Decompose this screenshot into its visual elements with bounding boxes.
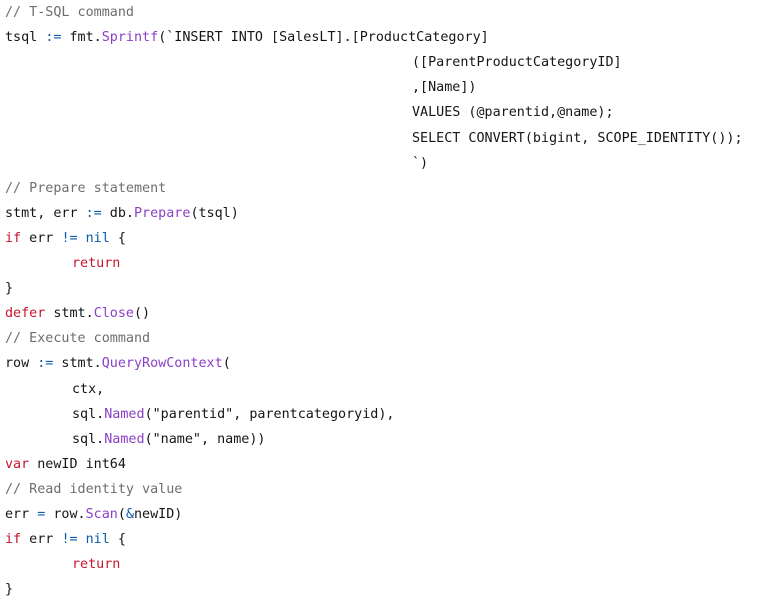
code-text: }: [5, 582, 14, 598]
code-line: if err != nil {: [5, 226, 126, 251]
code-line: if err != nil {: [5, 527, 126, 552]
code-line: // T-SQL command: [5, 0, 134, 25]
code-keyword: if: [5, 230, 22, 246]
code-text: (: [222, 356, 231, 372]
code-line: err = row.Scan(&newID): [5, 502, 182, 527]
code-line: return: [72, 251, 120, 276]
code-line: // Prepare statement: [5, 176, 166, 201]
code-text: err: [5, 507, 38, 522]
code-line: tsql := fmt.Sprintf(`INSERT INTO [SalesL…: [5, 25, 489, 50]
code-text: sql.: [72, 406, 105, 422]
code-line: row := stmt.QueryRowContext(: [5, 351, 231, 376]
code-text: {: [109, 532, 126, 548]
code-text: err: [21, 532, 62, 548]
code-function-name: Close: [93, 306, 134, 322]
code-text: {: [109, 230, 126, 246]
code-text: `): [412, 155, 429, 171]
code-text: ctx,: [72, 381, 105, 397]
code-text: (: [117, 507, 126, 522]
code-keyword: defer: [5, 306, 46, 322]
code-text: (): [134, 306, 151, 322]
code-line: }: [5, 276, 13, 301]
code-function-name: Scan: [85, 507, 118, 522]
code-line: ,[Name]): [412, 75, 477, 100]
code-text: newID int64: [29, 456, 126, 472]
code-text: stmt.: [45, 306, 94, 322]
code-comment: // T-SQL command: [5, 5, 134, 20]
code-keyword: return: [72, 557, 121, 573]
code-operator: :=: [45, 30, 62, 46]
code-line: SELECT CONVERT(bigint, SCOPE_IDENTITY())…: [412, 126, 743, 151]
code-line: ([ParentProductCategoryID]: [412, 50, 622, 75]
code-line: }: [5, 577, 13, 602]
code-keyword: var: [5, 456, 30, 472]
code-line: var newID int64: [5, 452, 126, 477]
code-function-name: QueryRowContext: [101, 356, 223, 372]
code-text: [78, 532, 86, 547]
code-function-name: Prepare: [134, 205, 191, 221]
code-text: tsql: [5, 30, 46, 46]
code-function-name: Named: [104, 431, 145, 447]
code-keyword: if: [5, 532, 22, 548]
code-operator: =: [37, 507, 46, 522]
code-text: ,[Name]): [412, 80, 477, 96]
code-text: fmt.: [61, 30, 102, 46]
code-comment: // Execute command: [5, 331, 151, 347]
code-text: err: [21, 230, 62, 246]
code-text: db.: [101, 205, 134, 221]
code-comment: // Prepare statement: [5, 180, 167, 196]
code-text: SELECT CONVERT(bigint, SCOPE_IDENTITY())…: [412, 130, 743, 146]
code-line: ctx,: [72, 377, 104, 402]
code-line: defer stmt.Close(): [5, 301, 150, 326]
code-function-name: Sprintf: [101, 30, 159, 46]
code-text: }: [5, 281, 14, 297]
code-text: stmt.: [53, 356, 102, 372]
code-operator: &: [125, 507, 134, 522]
code-text: (`INSERT INTO [SalesLT].[ProductCategory…: [158, 30, 489, 46]
code-operator: nil: [85, 230, 110, 246]
code-line: VALUES (@parentid,@name);: [412, 100, 614, 125]
code-text: ("name", name)): [144, 431, 266, 447]
code-operator: :=: [85, 205, 102, 221]
code-text: row.: [45, 507, 86, 522]
code-text: VALUES (@parentid,@name);: [412, 105, 614, 121]
code-comment: // Read identity value: [5, 481, 183, 497]
code-line: sql.Named("parentid", parentcategoryid),: [72, 402, 394, 427]
code-text: (tsql): [190, 205, 239, 221]
code-text: ([ParentProductCategoryID]: [412, 55, 622, 71]
code-text: [78, 231, 86, 246]
code-operator: !=: [61, 532, 78, 548]
code-operator: !=: [61, 230, 78, 246]
code-keyword: return: [72, 256, 121, 271]
code-line: sql.Named("name", name)): [72, 427, 266, 452]
code-line: // Read identity value: [5, 477, 182, 502]
code-line: stmt, err := db.Prepare(tsql): [5, 201, 239, 226]
code-line: // Execute command: [5, 326, 150, 351]
code-text: newID): [134, 507, 183, 522]
code-operator: nil: [85, 532, 110, 548]
code-text: stmt, err: [5, 205, 86, 221]
code-operator: :=: [37, 356, 54, 372]
code-function-name: Named: [104, 406, 145, 422]
code-text: ("parentid", parentcategoryid),: [144, 406, 395, 422]
code-line: `): [412, 151, 428, 176]
code-text: sql.: [72, 431, 105, 447]
code-text: row: [5, 356, 38, 372]
code-line: return: [72, 552, 120, 577]
